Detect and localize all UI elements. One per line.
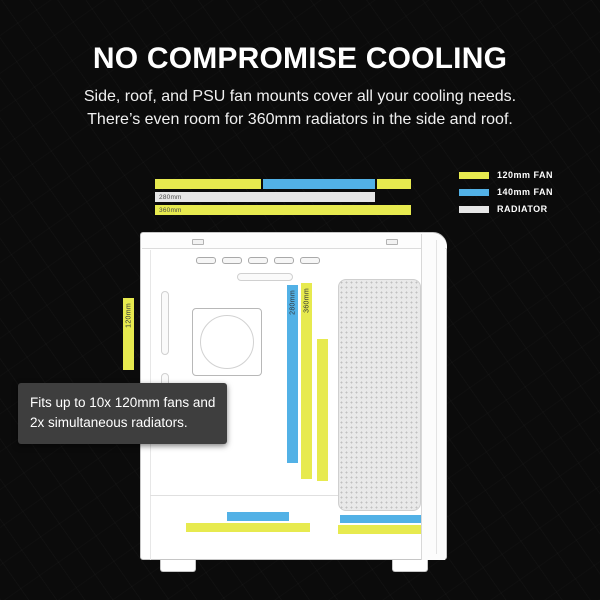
vent-slot [300,257,320,264]
case-foot-left [160,560,196,572]
side-120mm-fan-bar: 120mm [123,298,134,370]
case-body: 280mm 360mm [140,232,447,560]
roof-radiator-label: 280mm [159,194,182,201]
roof-fan-140mm-bar [263,179,375,189]
callout-line-1: Fits up to 10x 120mm fans and [30,395,216,410]
case-top-panel [142,234,447,249]
cpu-cooler-circle [200,315,254,369]
front-mesh-panel [338,279,421,511]
legend-swatch-radiator [459,205,489,213]
fan-legend: 120mm FAN 140mm FAN RADIATOR [459,170,553,214]
vent-slot [222,257,242,264]
side-120mm-label: 120mm [125,303,132,328]
legend-item-120mm-fan: 120mm FAN [459,170,553,180]
vent-slot [248,257,268,264]
roof-fan-row [155,179,411,189]
front-bottom-140mm-fan-bar [340,515,422,523]
roof-vent-slots [196,257,320,264]
legend-label-140mm-fan: 140mm FAN [497,187,554,197]
vent-slot [196,257,216,264]
roof-radiator-row: 280mm [155,192,411,202]
roof-fan-120mm-bar-right [377,179,411,189]
vent-slot [274,257,294,264]
page-title: NO COMPROMISE COOLING [92,42,508,75]
psu-shroud-line [150,495,338,496]
legend-label-120mm-fan: 120mm FAN [497,170,554,180]
roof-fan-120mm-bar-left [155,179,261,189]
top-panel-latch-right [386,239,398,245]
front-panel-seam [436,240,437,554]
callout-line-2: 2x simultaneous radiators. [30,415,188,431]
internal-120mm-fan-bar [317,339,328,481]
roof-radiator-280mm-bar: 280mm [155,192,375,202]
internal-280mm-fan-bar: 280mm [287,285,298,463]
front-bottom-120mm-fan-bar [338,525,424,534]
cpu-cooler-mount [192,308,262,376]
legend-swatch-120mm-fan [459,171,489,179]
roof-fan-360mm-bar: 360mm [155,205,411,215]
legend-swatch-140mm-fan [459,188,489,196]
top-panel-latch-left [192,239,204,245]
legend-item-140mm-fan: 140mm FAN [459,187,553,197]
legend-label-radiator: RADIATOR [497,204,548,214]
cable-cutout-top [237,273,293,281]
psu-140mm-fan-bar [227,512,289,521]
cable-cutout-left-top [161,291,169,355]
roof-mount-bars: 280mm 360mm [155,179,411,218]
psu-120mm-fan-bar [186,523,310,532]
pc-case-diagram: 280mm 360mm [140,232,447,572]
subtitle-line-1: Side, roof, and PSU fan mounts cover all… [83,88,517,105]
subtitle-line-2: There’s even room for 360mm radiators in… [87,111,513,128]
case-foot-right [392,560,428,572]
legend-item-radiator: RADIATOR [459,204,553,214]
case-front-panel [421,234,445,560]
internal-280mm-label: 280mm [289,290,296,315]
callout-box: Fits up to 10x 120mm fans and 2x simulta… [18,383,228,444]
roof-360-row: 360mm [155,205,411,215]
internal-360mm-label: 360mm [303,288,310,313]
internal-360mm-fan-bar: 360mm [301,283,312,479]
roof-360-label: 360mm [159,207,182,214]
